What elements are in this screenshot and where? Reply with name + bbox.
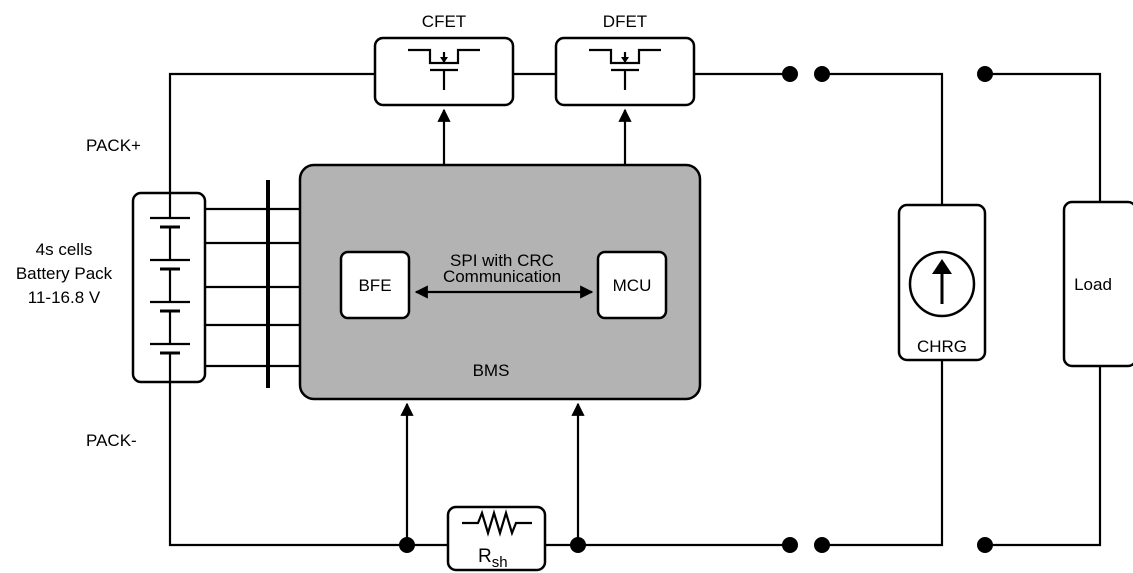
mosfet-icon: [589, 48, 661, 90]
terminal-dot: [977, 66, 993, 82]
battery-label-line3: 11-16.8 V: [28, 288, 101, 307]
cfet-block: [373, 36, 515, 107]
battery-label-line2: Battery Pack: [16, 264, 113, 283]
top-wire: [168, 72, 1102, 205]
shunt-resistor: [446, 505, 547, 572]
dfet-block: [554, 36, 696, 107]
mosfet-icon: [408, 48, 480, 90]
shunt-label: Rsh: [478, 546, 508, 571]
pack-plus-label: PACK+: [86, 136, 141, 155]
mcu-block: [596, 250, 668, 320]
bms-block: [298, 163, 702, 401]
cfet-label: CFET: [422, 12, 466, 31]
terminal-dot: [977, 537, 993, 553]
cell-sense-lines: [205, 207, 300, 368]
spi-label-line1: SPI with CRC: [450, 251, 554, 270]
pack-minus-label: PACK-: [86, 431, 137, 450]
terminal-dot: [782, 66, 798, 82]
terminal-dot: [782, 537, 798, 553]
chrg-label: CHRG: [917, 337, 967, 356]
current-source-arrow-icon: [932, 259, 952, 274]
terminal-dot: [814, 66, 830, 82]
bfe-block: [339, 250, 411, 320]
dfet-label: DFET: [603, 12, 647, 31]
mcu-label: MCU: [613, 276, 652, 295]
charger-block: [897, 203, 987, 362]
terminal-dot: [814, 537, 830, 553]
battery-pack: [131, 191, 207, 384]
load-label: Load: [1074, 275, 1112, 294]
load-block: [1062, 200, 1133, 368]
spi-label-line2: Communication: [443, 267, 561, 286]
battery-label-line1: 4s cells: [36, 240, 93, 259]
bms-label: BMS: [473, 361, 510, 380]
bfe-label: BFE: [358, 276, 391, 295]
